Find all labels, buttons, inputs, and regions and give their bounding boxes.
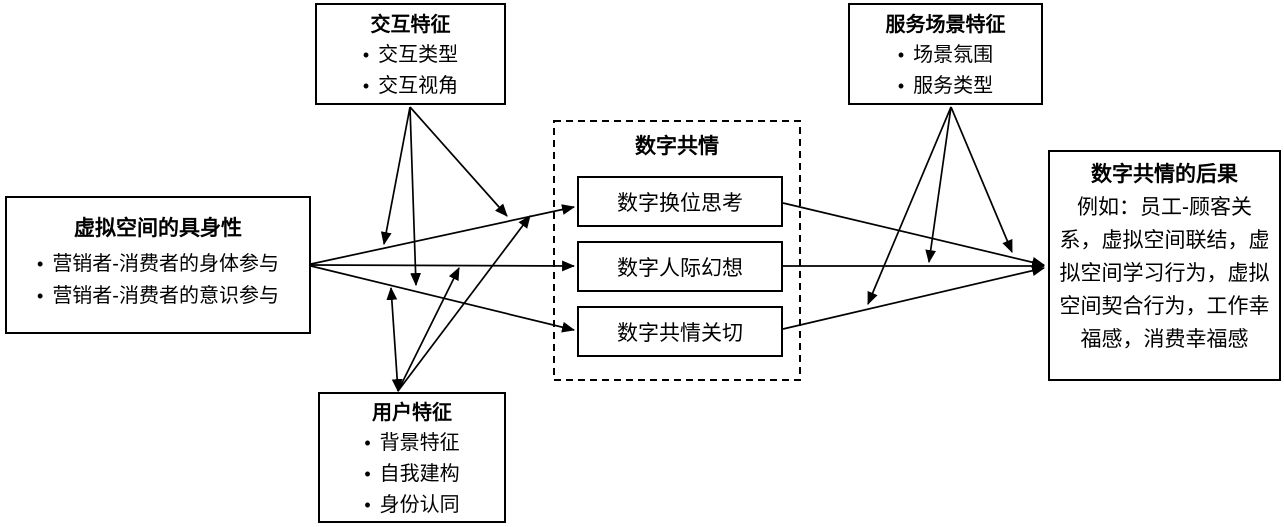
service-item-label: 场景氛围 (913, 44, 994, 66)
embodiment-item-label: 营销者-消费者的意识参与 (52, 285, 279, 307)
arrow-empathic-concern-to-outcomes (782, 265, 1046, 330)
list-item: • 服务类型 (898, 71, 993, 102)
list-item: • 场景氛围 (898, 40, 993, 71)
arrow-interaction-moderation-1 (380, 106, 411, 246)
box-service-scenario-features: 服务场景特征 • 场景氛围 • 服务类型 (848, 3, 1043, 105)
box-digital-empathy-outcomes: 数字共情的后果 例如：员工-顾客关系，虚拟空间联结，虚拟空间学习行为，虚拟空间契… (1048, 150, 1281, 381)
bullet-icon: • (37, 254, 44, 274)
list-item: • 自我建构 (364, 459, 459, 490)
interaction-features-items: • 交互类型 • 交互视角 (363, 40, 458, 102)
bullet-icon: • (897, 45, 905, 65)
service-scenario-items: • 场景氛围 • 服务类型 (898, 40, 993, 102)
bullet-icon: • (362, 76, 370, 96)
arrow-embodiment-to-perspective-taking (310, 204, 576, 265)
embodiment-title: 虚拟空间的具身性 (74, 217, 242, 240)
arrow-service-moderation-2 (925, 106, 952, 264)
box-interaction-features: 交互特征 • 交互类型 • 交互视角 (315, 3, 506, 105)
service-scenario-title: 服务场景特征 (885, 14, 1006, 36)
user-item-label: 背景特征 (379, 432, 460, 454)
outcomes-examples-text: 例如：员工-顾客关系，虚拟空间联结，虚拟空间学习行为，虚拟空间契合行为，工作幸福… (1059, 196, 1270, 351)
list-item: • 交互类型 (363, 40, 458, 71)
user-item-label: 自我建构 (379, 463, 460, 485)
embodiment-item-label: 营销者-消费者的身体参与 (52, 253, 279, 275)
list-item: • 营销者-消费者的意识参与 (37, 280, 279, 312)
user-item-label: 身份认同 (379, 494, 460, 516)
arrow-interaction-moderation-3 (409, 106, 508, 217)
box-digital-empathic-concern: 数字共情关切 (577, 306, 783, 357)
arrow-perspective-taking-to-outcomes (782, 202, 1046, 268)
service-item-label: 服务类型 (913, 75, 994, 97)
bullet-icon: • (364, 464, 371, 484)
digital-empathy-dashed-box (553, 120, 801, 381)
bullet-icon: • (362, 45, 370, 65)
list-item: • 身份认同 (364, 490, 459, 521)
bullet-icon: • (897, 76, 905, 96)
user-features-title: 用户特征 (372, 402, 452, 424)
bullet-icon: • (37, 286, 44, 306)
arrow-interaction-moderation-2 (409, 106, 422, 287)
interaction-item-label: 交互类型 (378, 44, 459, 66)
bullet-icon: • (364, 495, 371, 515)
arrow-service-moderation-1 (867, 106, 952, 305)
arrow-user-moderation-3 (397, 215, 531, 392)
arrow-embodiment-to-empathic-concern (310, 265, 576, 333)
outcomes-title: 数字共情的后果 (1091, 163, 1238, 186)
box-digital-perspective-taking: 数字换位思考 (577, 176, 783, 227)
interaction-features-title: 交互特征 (370, 14, 451, 36)
arrow-user-moderation-double (386, 286, 403, 393)
box-user-features: 用户特征 • 背景特征 • 自我建构 • 身份认同 (318, 392, 506, 523)
list-item: • 营销者-消费者的身体参与 (37, 248, 279, 280)
box-virtual-space-embodiment: 虚拟空间的具身性 • 营销者-消费者的身体参与 • 营销者-消费者的意识参与 (5, 196, 311, 334)
arrow-user-moderation-2 (397, 267, 460, 392)
user-features-items: • 背景特征 • 自我建构 • 身份认同 (364, 428, 459, 521)
arrow-embodiment-to-interpersonal-fantasy (310, 260, 576, 272)
bullet-icon: • (364, 433, 371, 453)
embodiment-items: • 营销者-消费者的身体参与 • 营销者-消费者的意识参与 (37, 248, 279, 312)
digital-empathy-title: 数字共情 (635, 135, 719, 158)
list-item: • 交互视角 (363, 71, 458, 102)
box-digital-interpersonal-fantasy: 数字人际幻想 (577, 241, 783, 292)
interaction-item-label: 交互视角 (378, 75, 459, 97)
arrow-service-moderation-3 (950, 106, 1013, 253)
list-item: • 背景特征 (364, 428, 459, 459)
